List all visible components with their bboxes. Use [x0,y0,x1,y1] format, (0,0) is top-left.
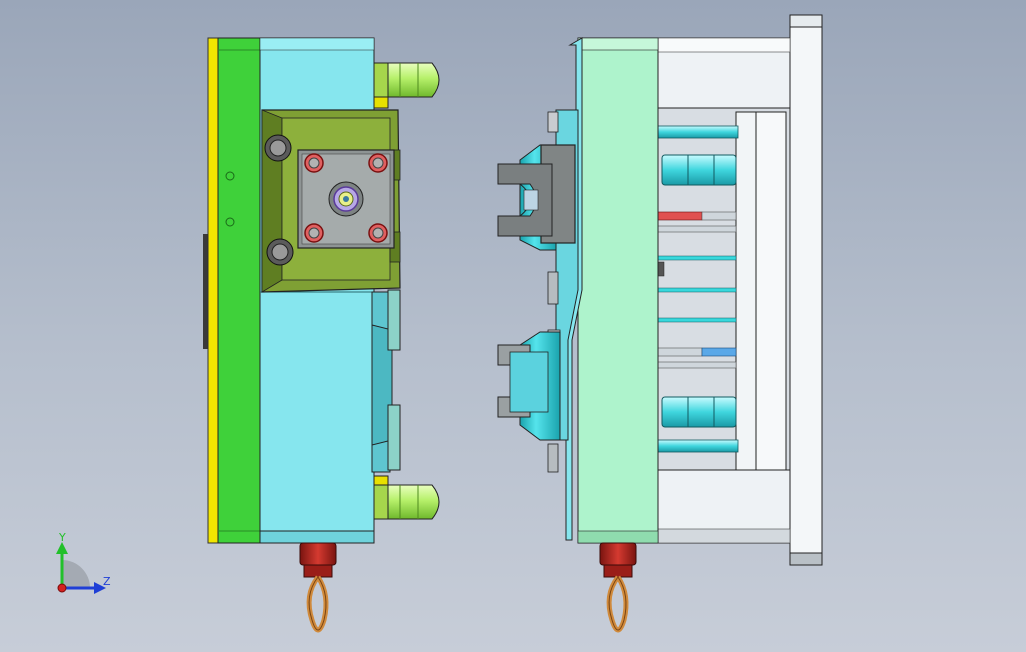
bottom-clamp-plate[interactable] [789,14,823,566]
ejector-pin [657,225,737,233]
cap-screw-icon [266,238,294,266]
moving-half-assembly[interactable] [497,14,823,633]
slide-unit-top[interactable] [497,111,576,305]
locating-ring-block[interactable] [261,109,401,293]
bottom-clamp-plate-end [789,552,823,566]
return-pin [657,439,739,453]
ejector-pin-red [657,211,703,221]
core-plate[interactable] [577,37,659,544]
slide-unit-bottom[interactable] [497,329,561,473]
sprue-bushing-icon [328,181,364,217]
cap-screw-icon [264,134,292,162]
core-plate-edge [577,530,659,544]
ejector-pin-thin [657,287,737,293]
ejector-retainer-plate[interactable] [735,111,757,471]
small-stop-block [657,261,665,277]
ejector-pin-thin [657,317,737,323]
ejector-pin [657,361,737,369]
coordinate-triad-icon [56,542,106,594]
ejector-pin [657,347,703,357]
red-screw-icon [368,223,388,243]
bottom-clamp-plate-end [789,14,823,28]
lifting-eye-bolt-icon[interactable] [599,542,637,633]
red-screw-icon [304,153,324,173]
return-pin [657,125,739,139]
clamp-hole [225,171,235,181]
ejector-pin-thin [657,255,737,261]
insulation-strip [207,37,219,544]
support-plate-band [657,37,791,53]
red-screw-icon [304,223,324,243]
cooling-connector-bottom[interactable] [373,484,440,520]
left-spacer-block [203,234,209,349]
triad-z-label: Z [103,575,111,588]
guide-bushing [661,396,737,428]
plate-side-notch [387,404,401,471]
guide-bushing [661,154,737,186]
ejector-pin [701,211,737,221]
clamp-hole [225,217,235,227]
support-plate-band [657,528,791,544]
red-screw-icon [368,153,388,173]
cooling-connector-top[interactable] [373,62,440,98]
cavity-plate-top-edge [259,37,375,51]
ejector-pin-blue [701,347,737,357]
ejector-plate[interactable] [755,111,787,471]
triad-y-label: Y [59,531,66,544]
top-clamp-plate[interactable] [217,37,261,544]
plate-side-notch [387,289,401,351]
core-plate-edge [577,37,659,51]
lifting-eye-bolt-icon[interactable] [299,542,337,633]
cavity-plate-bottom-edge [259,530,375,544]
fixed-half-assembly[interactable] [203,37,440,633]
plate-small-tab [373,95,389,109]
